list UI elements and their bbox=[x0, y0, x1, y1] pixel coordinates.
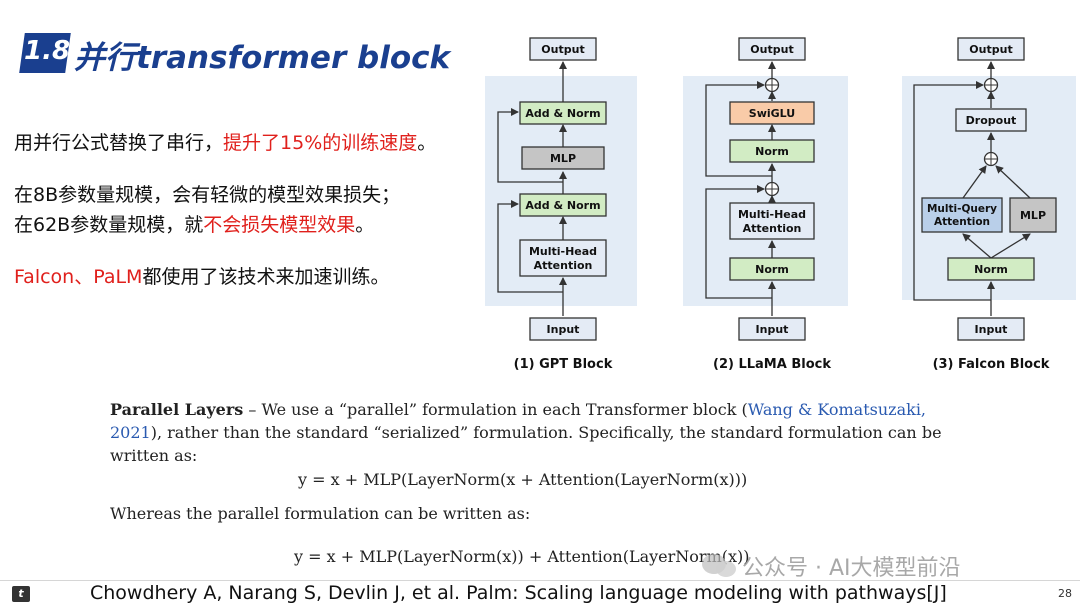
llama-norm-top-box bbox=[729, 139, 815, 163]
falcon-block-diagram: Output Dropout Multi-Query Attention MLP… bbox=[902, 37, 1076, 372]
para3-text: 都使用了该技术来加速训练。 bbox=[142, 266, 390, 288]
serial-equation: y = x + MLP(LayerNorm(x + Attention(Laye… bbox=[298, 470, 748, 489]
parallel-equation: y = x + MLP(LayerNorm(x)) + Attention(La… bbox=[294, 547, 750, 566]
para1-end: 。 bbox=[417, 132, 437, 154]
para3-highlight: Falcon、PaLM bbox=[14, 266, 143, 288]
paper-text-2: ), rather than the standard “serialized”… bbox=[110, 423, 942, 465]
falcon-input-label: Input bbox=[975, 323, 1008, 336]
llama-norm-top-label: Norm bbox=[755, 145, 789, 158]
para2-line2: 在62B参数量规模，就 bbox=[14, 214, 204, 236]
paper-heading: Parallel Layers bbox=[110, 400, 244, 419]
gpt-output-label: Output bbox=[541, 43, 584, 56]
paper-whereas-text: Whereas the parallel formulation can be … bbox=[110, 504, 531, 523]
footer-divider bbox=[0, 580, 1080, 581]
llama-mha-label-2: Attention bbox=[743, 222, 802, 235]
summary-para-3: Falcon、PaLM都使用了该技术来加速训练。 bbox=[14, 262, 470, 292]
summary-para-1: 用并行公式替换了串行，提升了15%的训练速度。 bbox=[14, 128, 470, 158]
llama-caption: (2) LLaMA Block bbox=[713, 357, 831, 372]
page-number: 28 bbox=[1058, 587, 1072, 600]
gpt-mha-label-2: Attention bbox=[534, 259, 593, 272]
falcon-mqa-label-1: Multi-Query bbox=[927, 203, 997, 215]
llama-output-box bbox=[738, 37, 806, 61]
para2-line1: 在8B参数量规模，会有轻微的模型效果损失； bbox=[14, 184, 401, 206]
para1-highlight: 提升了15%的训练速度 bbox=[223, 132, 418, 154]
falcon-mlp-label: MLP bbox=[1020, 209, 1046, 222]
llama-swiglu-box bbox=[729, 101, 815, 125]
gpt-add-norm-top-box bbox=[519, 101, 607, 125]
falcon-output-box bbox=[957, 37, 1025, 61]
llama-input-box bbox=[738, 317, 806, 341]
llama-block-diagram: Output SwiGLU Norm Multi-Head Attention … bbox=[683, 37, 848, 372]
wechat-watermark-icon bbox=[702, 554, 736, 577]
llama-norm-bottom-label: Norm bbox=[755, 263, 789, 276]
falcon-mqa-box bbox=[921, 197, 1003, 233]
para2-end: 。 bbox=[355, 214, 375, 236]
footer-logo-icon: t bbox=[12, 586, 30, 602]
falcon-mqa-label-2: Attention bbox=[934, 216, 990, 228]
footer-reference: Chowdhery A, Narang S, Devlin J, et al. … bbox=[90, 582, 947, 604]
llama-mha-box bbox=[729, 202, 815, 240]
section-number: 1.8 bbox=[24, 36, 71, 66]
block-diagrams: Output Add & Norm MLP Add & Norm Multi-H… bbox=[485, 37, 1076, 372]
gpt-mlp-label: MLP bbox=[550, 152, 576, 165]
gpt-mha-label-1: Multi-Head bbox=[529, 245, 597, 258]
gpt-add-norm-bottom-label: Add & Norm bbox=[525, 199, 600, 212]
summary-para-2: 在8B参数量规模，会有轻微的模型效果损失； 在62B参数量规模，就不会损失模型效果… bbox=[14, 180, 470, 240]
para2-highlight: 不会损失模型效果 bbox=[203, 214, 356, 236]
falcon-caption: (3) Falcon Block bbox=[933, 357, 1050, 372]
gpt-add-norm-top-label: Add & Norm bbox=[525, 107, 600, 120]
paper-text-1: – We use a “parallel” formulation in eac… bbox=[243, 400, 748, 419]
llama-output-label: Output bbox=[750, 43, 793, 56]
gpt-block-diagram: Output Add & Norm MLP Add & Norm Multi-H… bbox=[485, 37, 637, 372]
llama-norm-bottom-box bbox=[729, 257, 815, 281]
falcon-dropout-box bbox=[955, 108, 1027, 132]
falcon-output-label: Output bbox=[969, 43, 1012, 56]
gpt-caption: (1) GPT Block bbox=[514, 357, 613, 372]
gpt-input-label: Input bbox=[547, 323, 580, 336]
llama-swiglu-label: SwiGLU bbox=[749, 107, 795, 120]
watermark-text: 公众号 · AI大模型前沿 bbox=[742, 556, 961, 581]
summary-text: 用并行公式替换了串行，提升了15%的训练速度。 在8B参数量规模，会有轻微的模型… bbox=[14, 128, 470, 314]
para1-text: 用并行公式替换了串行， bbox=[14, 132, 224, 154]
slide-title: 并行transformer block bbox=[74, 40, 451, 76]
paper-citation-link[interactable]: Wang & Komatsuzaki, 2021 bbox=[110, 400, 927, 442]
gpt-add-norm-bottom-box bbox=[519, 193, 607, 217]
falcon-mlp-box bbox=[1009, 197, 1057, 233]
gpt-output-box bbox=[529, 37, 597, 61]
llama-input-label: Input bbox=[756, 323, 789, 336]
paper-excerpt: Parallel Layers – We use a “parallel” fo… bbox=[110, 398, 980, 467]
falcon-norm-box bbox=[947, 257, 1035, 281]
falcon-dropout-label: Dropout bbox=[966, 114, 1017, 127]
falcon-norm-label: Norm bbox=[974, 263, 1008, 276]
llama-mha-label-1: Multi-Head bbox=[738, 208, 806, 221]
gpt-mha-box bbox=[519, 239, 607, 277]
falcon-input-box bbox=[957, 317, 1025, 341]
gpt-mlp-box bbox=[521, 146, 605, 170]
gpt-input-box bbox=[529, 317, 597, 341]
